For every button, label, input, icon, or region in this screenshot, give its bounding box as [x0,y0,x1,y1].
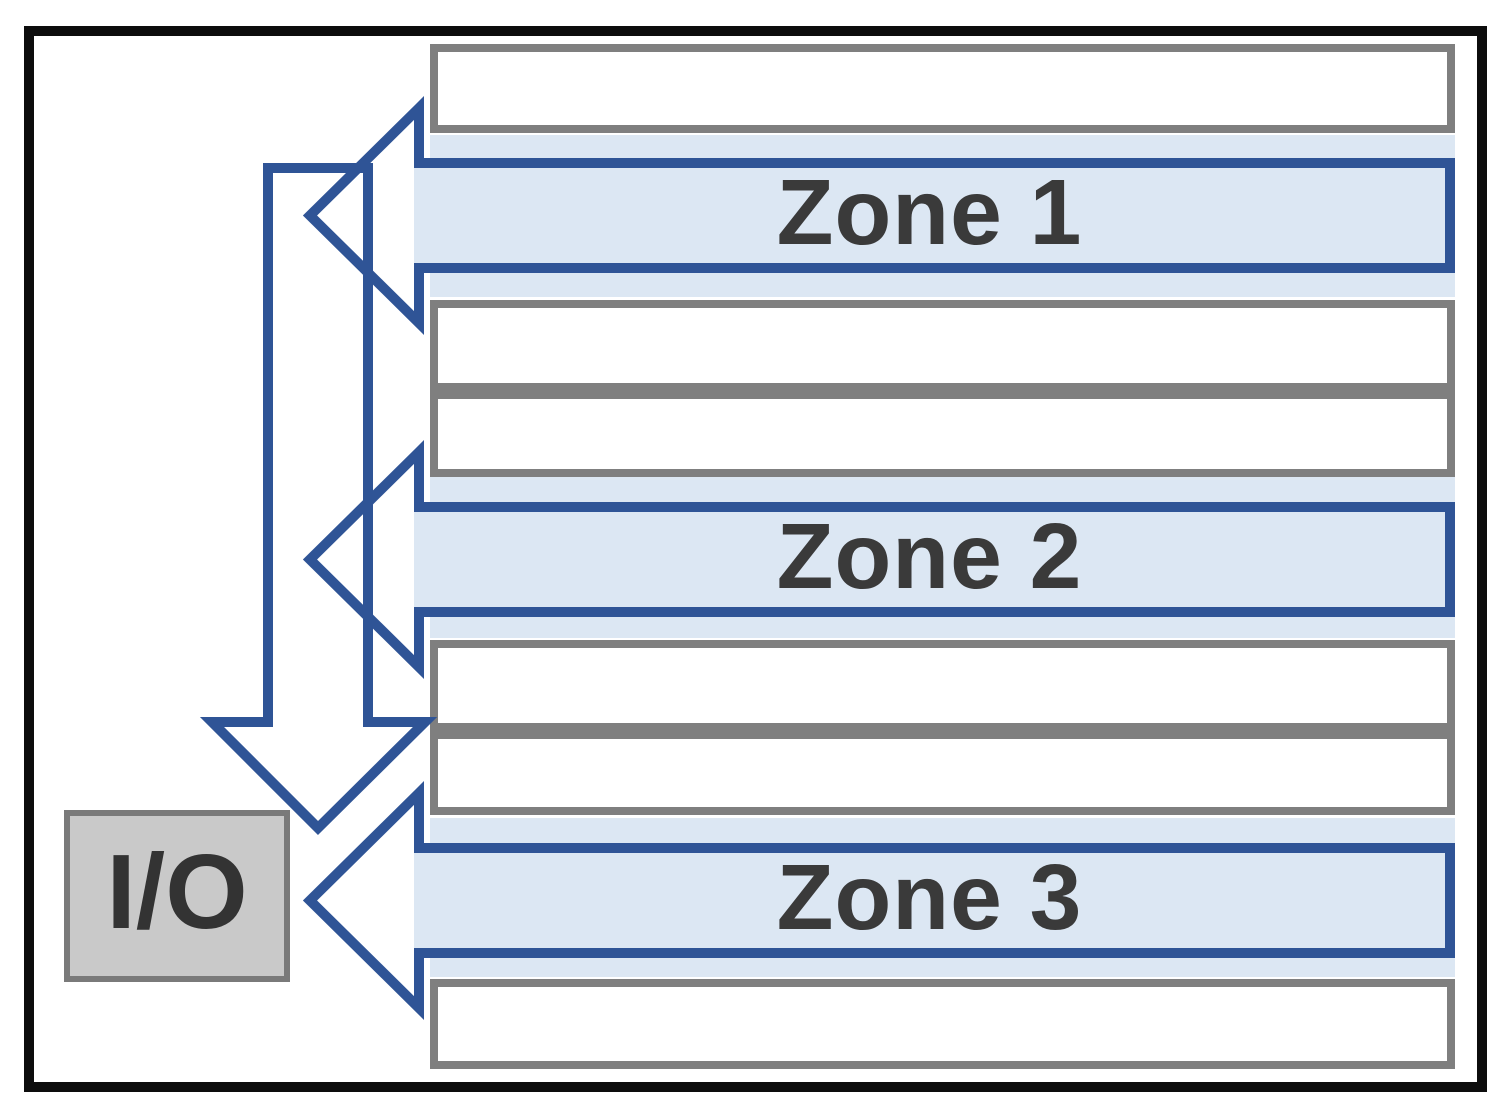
zone3-label: Zone 3 [776,845,1083,949]
zone1-label: Zone 1 [776,160,1083,264]
figure-frame-border [24,26,1487,1092]
zone2-label: Zone 2 [776,504,1083,608]
zone1-band: Zone 1 [414,158,1455,273]
block-row [430,640,1455,731]
block-row [430,300,1455,391]
io-box: I/O [64,810,290,982]
zone3-band: Zone 3 [414,843,1455,958]
block-row [430,979,1455,1069]
zone2-band: Zone 2 [414,502,1455,617]
block-row [430,731,1455,815]
io-label: I/O [106,833,248,951]
block-row [430,44,1455,133]
block-row [430,391,1455,477]
